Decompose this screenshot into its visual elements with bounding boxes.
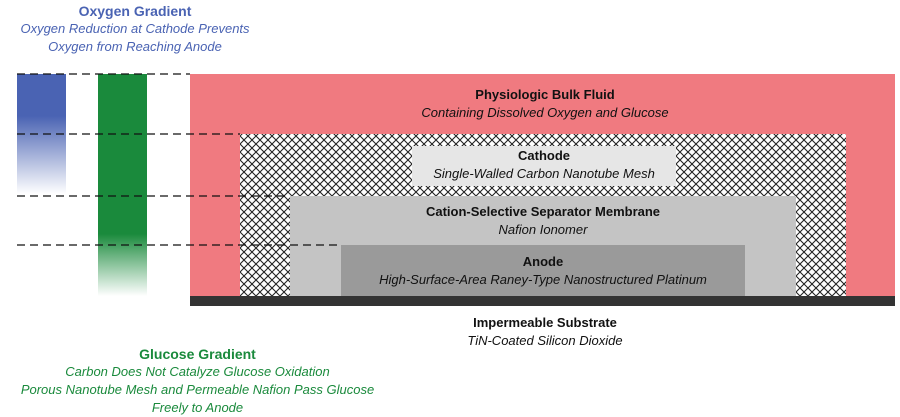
glucose-gradient-line2: Porous Nanotube Mesh and Permeable Nafio… [20, 382, 375, 397]
oxygen-gradient-line2: Oxygen from Reaching Anode [48, 39, 222, 54]
oxygen-gradient-title: Oxygen Gradient [78, 3, 192, 19]
membrane-label: Cation-Selective Separator Membrane Nafi… [340, 203, 746, 239]
anode-label: Anode High-Surface-Area Raney-Type Nanos… [341, 253, 745, 289]
substrate-bar [190, 296, 895, 306]
oxygen-gradient-caption: Oxygen Gradient Oxygen Reduction at Cath… [0, 2, 270, 56]
anode-region [341, 245, 745, 298]
cathode-title: Cathode [518, 148, 570, 163]
cathode-subtitle: Single-Walled Carbon Nanotube Mesh [433, 166, 655, 181]
membrane-subtitle: Nafion Ionomer [498, 222, 588, 237]
substrate-title: Impermeable Substrate [473, 315, 617, 330]
substrate-label: Impermeable Substrate TiN-Coated Silicon… [390, 314, 700, 350]
glucose-gradient-caption: Glucose Gradient Carbon Does Not Catalyz… [0, 345, 395, 417]
glucose-gradient-line3: Freely to Anode [151, 400, 244, 415]
anode-title: Anode [522, 254, 564, 269]
glucose-gradient-bar [98, 74, 147, 296]
bulk-fluid-subtitle: Containing Dissolved Oxygen and Glucose [421, 105, 669, 120]
glucose-gradient-title: Glucose Gradient [139, 346, 256, 362]
bulk-fluid-label: Physiologic Bulk Fluid Containing Dissol… [390, 86, 700, 122]
cathode-label-box [412, 146, 676, 186]
membrane-title: Cation-Selective Separator Membrane [425, 204, 661, 219]
bulk-fluid-title: Physiologic Bulk Fluid [475, 87, 615, 102]
anode-subtitle: High-Surface-Area Raney-Type Nanostructu… [379, 272, 707, 287]
cathode-label: Cathode Single-Walled Carbon Nanotube Me… [412, 147, 676, 183]
substrate-subtitle: TiN-Coated Silicon Dioxide [467, 333, 623, 348]
oxygen-gradient-line1: Oxygen Reduction at Cathode Prevents [20, 21, 250, 36]
glucose-gradient-line1: Carbon Does Not Catalyze Glucose Oxidati… [65, 364, 330, 379]
